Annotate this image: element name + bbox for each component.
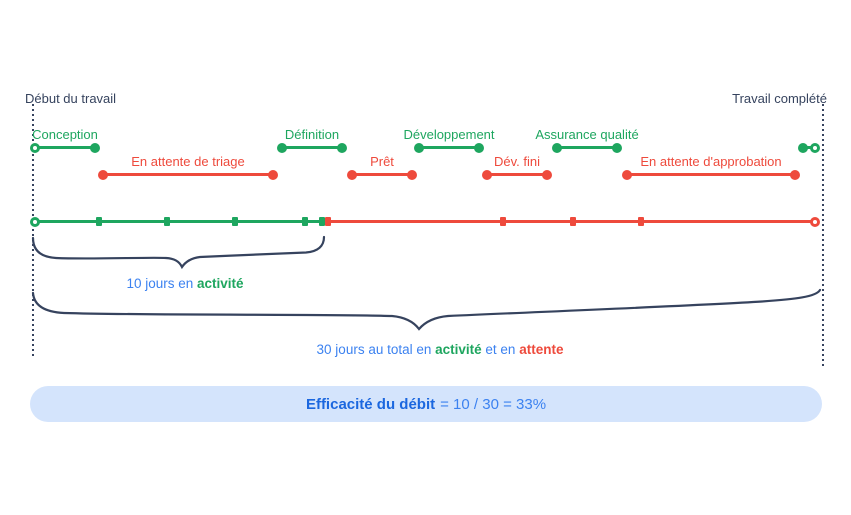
caption-part: et en [481, 342, 520, 357]
caption-part: activité [197, 276, 244, 291]
assurance-qualit-segment-line [557, 146, 617, 149]
stub-start-endpoint [798, 142, 808, 153]
caption-part: 30 jours au total en [316, 342, 436, 357]
conception-start-open-endpoint [30, 142, 40, 153]
pr-t-end-endpoint [407, 169, 417, 180]
d-veloppement-segment-label: Développement [403, 127, 495, 142]
d-finition-segment-label: Définition [284, 127, 340, 142]
activity-days-caption: 10 jours en activité [126, 276, 243, 291]
en-attente-de-triage-start-endpoint [98, 169, 108, 180]
en-attente-d-approbation-start-endpoint [622, 169, 632, 180]
d-v-fini-start-endpoint [482, 169, 492, 180]
combined-bar-green [35, 220, 325, 223]
pr-t-segment-label: Prêt [370, 154, 394, 169]
caption-part: 10 jours en [126, 276, 198, 291]
stub-segment-line [803, 146, 815, 149]
d-veloppement-start-endpoint [414, 142, 424, 153]
d-veloppement-end-endpoint [474, 142, 484, 153]
pr-t-segment-line [352, 173, 412, 176]
caption-part: activité [435, 342, 482, 357]
combined-bar-green-day-tick [319, 217, 325, 226]
start-boundary-dotted-line [32, 104, 34, 358]
combined-bar-start-open-endpoint [30, 216, 40, 227]
activity-brace [31, 235, 326, 270]
d-v-fini-end-endpoint [542, 169, 552, 180]
en-attente-de-triage-segment-label: En attente de triage [131, 154, 245, 169]
total-brace [31, 288, 822, 331]
en-attente-d-approbation-segment-line [627, 173, 795, 176]
stub-end-open-endpoint [810, 142, 820, 153]
combined-bar-end-open-endpoint [810, 216, 820, 227]
caption-part: attente [519, 342, 564, 357]
flow-efficiency-formula: = 10 / 30 = 33% [440, 395, 547, 413]
en-attente-de-triage-segment-line [103, 173, 273, 176]
work-completed-label: Travail complété [732, 91, 827, 106]
conception-end-endpoint [90, 142, 100, 153]
d-finition-segment-line [282, 146, 342, 149]
conception-segment-line [35, 146, 95, 149]
en-attente-d-approbation-end-endpoint [790, 169, 800, 180]
d-finition-end-endpoint [337, 142, 347, 153]
combined-bar-green-day-tick [232, 217, 238, 226]
en-attente-de-triage-end-endpoint [268, 169, 278, 180]
d-v-fini-segment-label: Dév. fini [494, 154, 540, 169]
flow-efficiency-pill: Efficacité du débit = 10 / 30 = 33% [30, 386, 822, 422]
d-veloppement-segment-line [419, 146, 479, 149]
flow-efficiency-title: Efficacité du débit [305, 395, 436, 413]
d-v-fini-segment-line [487, 173, 547, 176]
assurance-qualit-end-endpoint [612, 142, 622, 153]
start-of-work-label: Début du travail [25, 91, 117, 106]
combined-bar-green-day-tick [302, 217, 308, 226]
conception-segment-label: Conception [32, 127, 98, 142]
combined-bar-red-day-tick [325, 217, 331, 226]
combined-bar-red-day-tick [638, 217, 644, 226]
combined-bar-red-day-tick [500, 217, 506, 226]
combined-bar-green-day-tick [96, 217, 102, 226]
assurance-qualit-segment-label: Assurance qualité [535, 127, 639, 142]
pr-t-start-endpoint [347, 169, 357, 180]
d-finition-start-endpoint [277, 142, 287, 153]
en-attente-d-approbation-segment-label: En attente d'approbation [640, 154, 782, 169]
combined-bar-green-day-tick [164, 217, 170, 226]
assurance-qualit-start-endpoint [552, 142, 562, 153]
combined-bar-red-day-tick [570, 217, 576, 226]
end-boundary-dotted-line [822, 104, 824, 366]
total-days-caption: 30 jours au total en activité et en atte… [317, 342, 564, 357]
